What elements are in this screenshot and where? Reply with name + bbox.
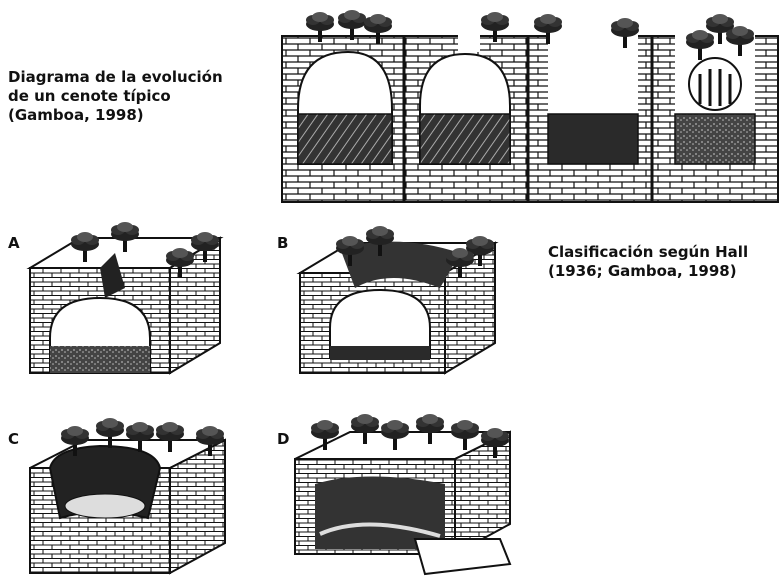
block-c-cenote-illustration: [29, 418, 226, 575]
label-b: B: [277, 234, 289, 252]
classification-caption: Clasificación según Hall (1936; Gamboa, …: [548, 243, 749, 280]
cenote-evolution-diagram: [281, 10, 779, 203]
block-a-cenote-illustration: [26, 222, 224, 375]
label-a: A: [8, 234, 20, 252]
label-d: D: [277, 430, 290, 448]
label-c: C: [8, 430, 20, 448]
water-icon: [297, 113, 393, 165]
block-b-cenote-illustration: [296, 226, 499, 375]
evolution-caption: Diagrama de la evolución de un cenote tí…: [8, 68, 223, 124]
block-d-cenote-illustration: [294, 414, 512, 576]
